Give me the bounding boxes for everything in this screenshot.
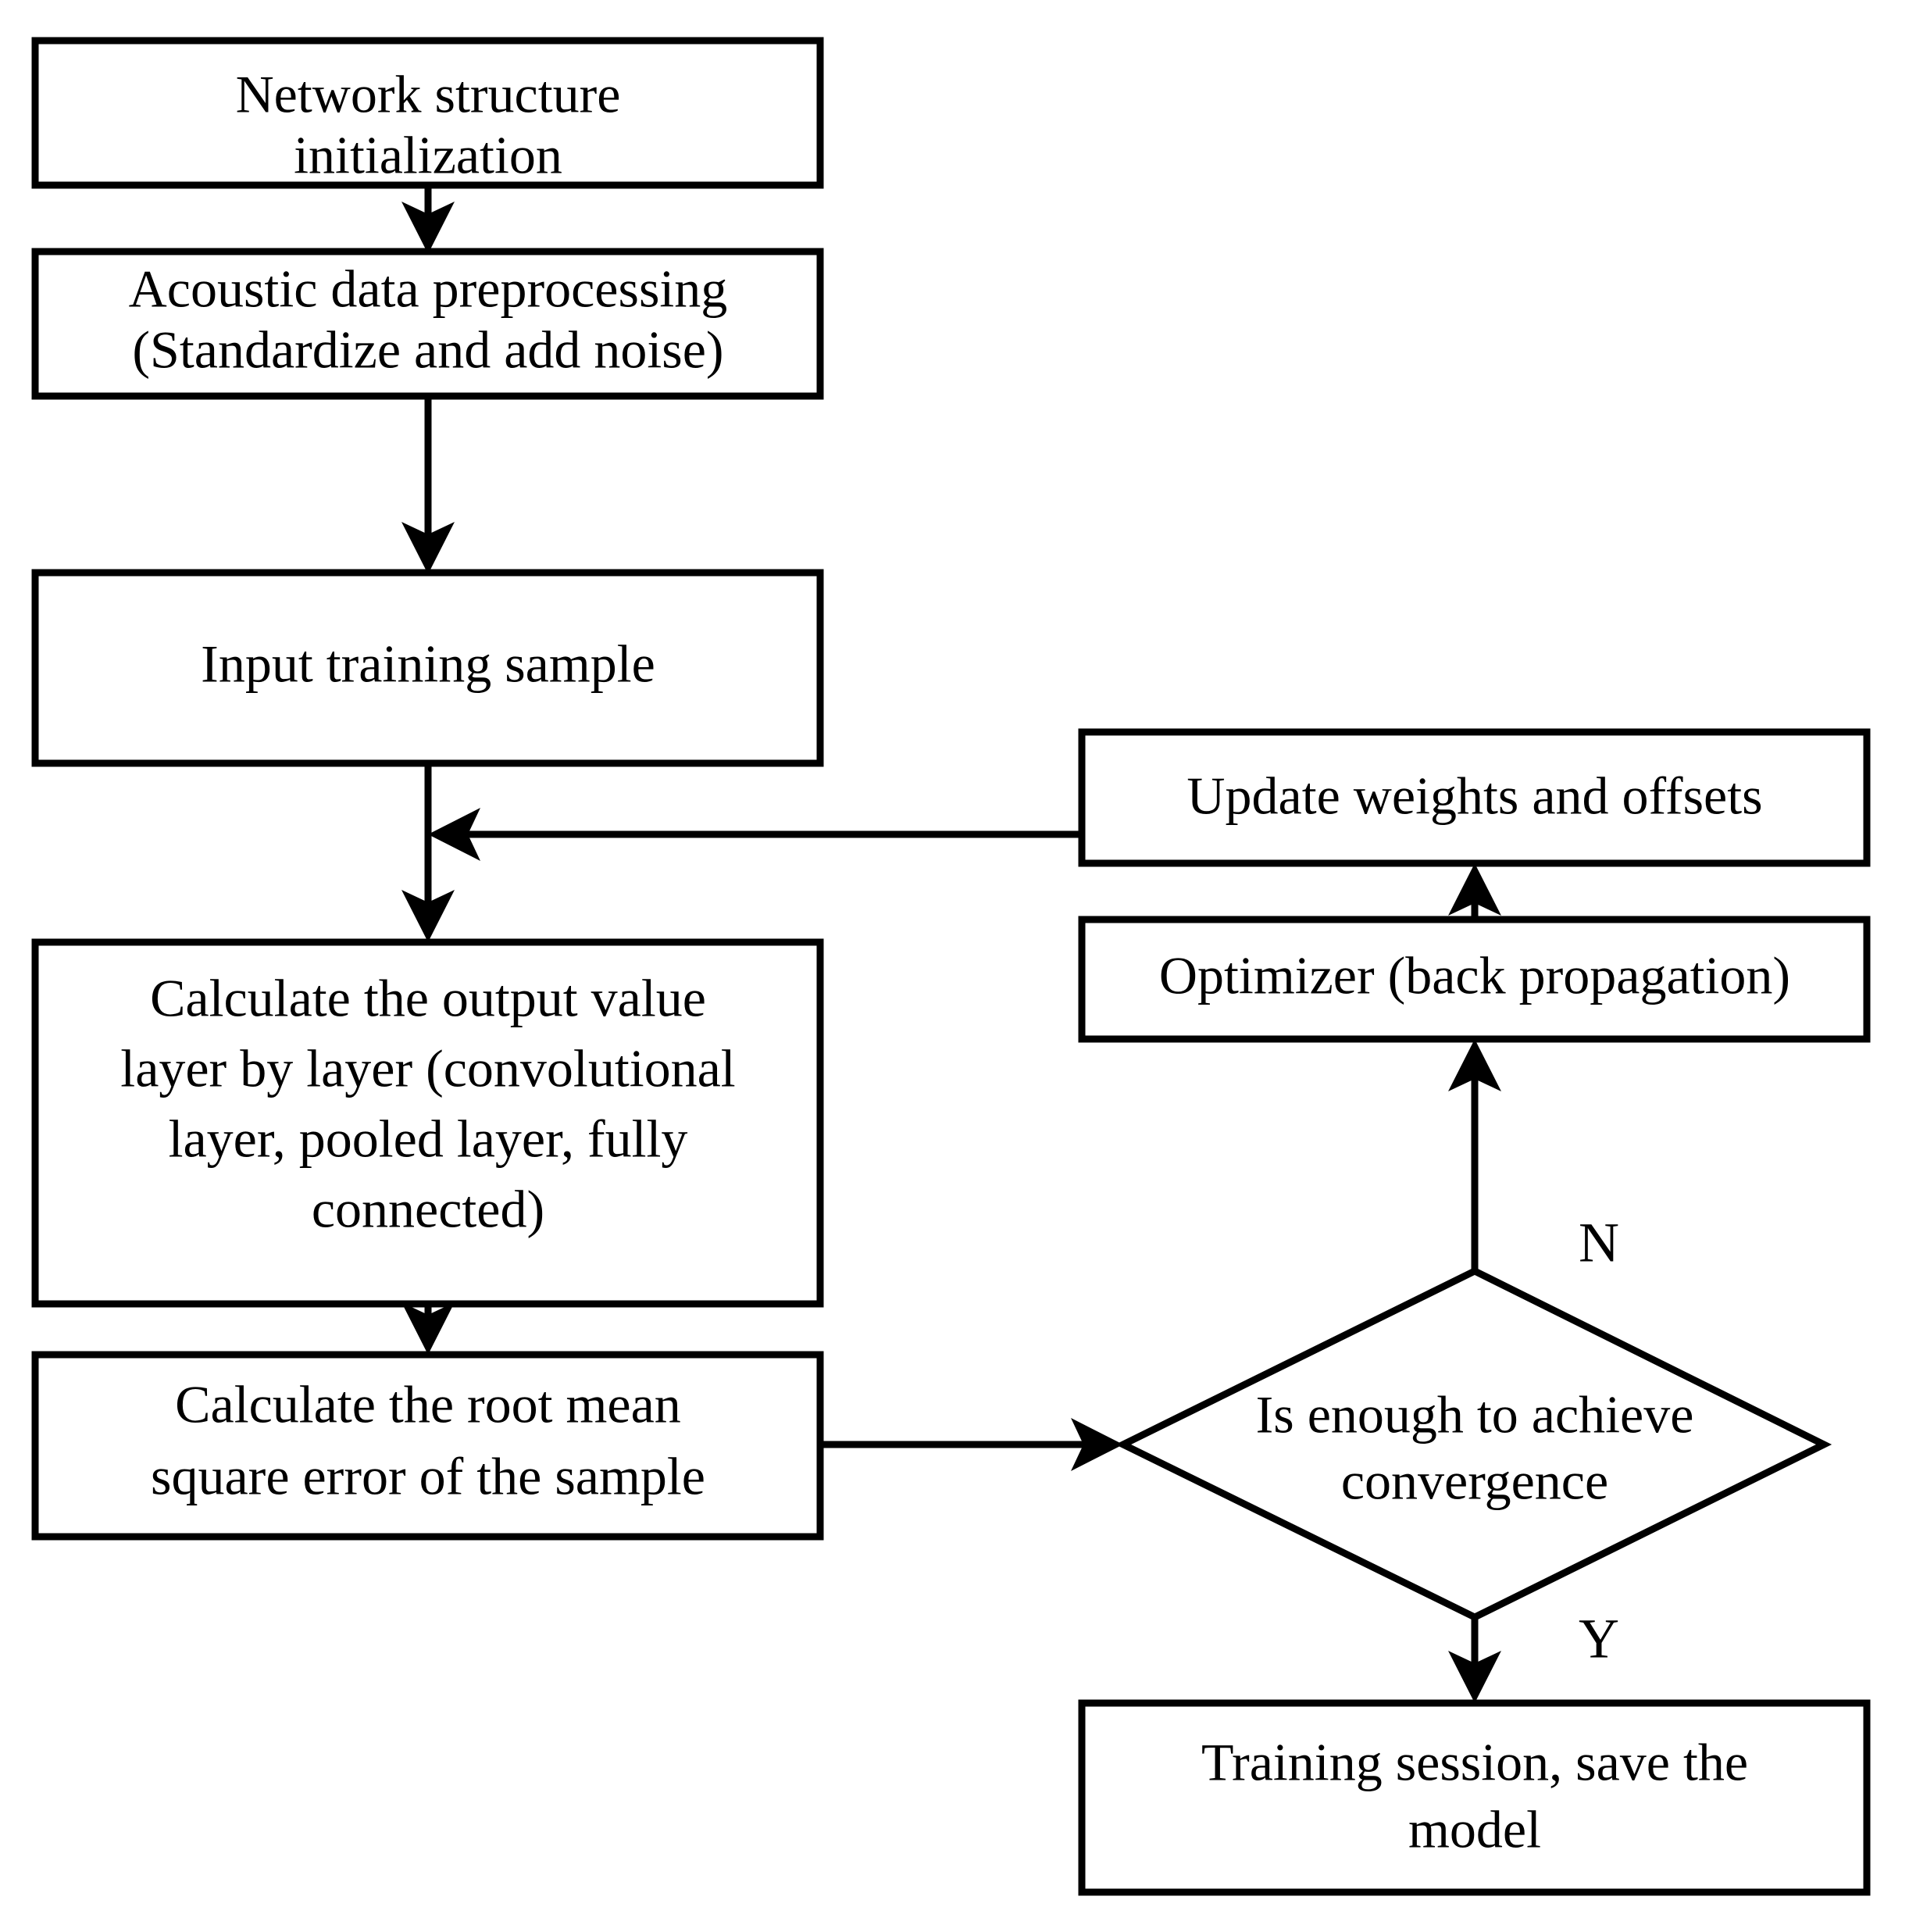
node-training-session-save-model[interactable]: Training session, save the model (1078, 1699, 1871, 1896)
node-update-weights-and-offsets-line1: Update weights and offsets (1186, 766, 1762, 826)
node-network-structure-initialization[interactable]: Network structure initialization (31, 37, 824, 189)
edge-input-sample-to-calculate-output (401, 763, 455, 942)
node-input-training-sample[interactable]: Input training sample (31, 569, 824, 767)
node-calculate-rmse-line1: Calculate the root mean (175, 1375, 681, 1434)
node-acoustic-data-preprocessing[interactable]: Acoustic data preprocessing (Standardize… (31, 248, 824, 400)
edge-label-no: N (1579, 1212, 1619, 1274)
edge-optimizer-to-update-weights (1448, 863, 1501, 920)
node-calculate-output-value-line4: connected) (312, 1180, 544, 1239)
node-training-session-save-model-line2: model (1408, 1800, 1541, 1859)
edge-decision-to-training-session (1448, 1617, 1501, 1703)
node-training-session-save-model-line1: Training session, save the (1201, 1733, 1748, 1792)
edge-calculate-output-to-rmse (401, 1302, 455, 1355)
node-calculate-rmse-line2: square error of the sample (151, 1447, 705, 1506)
node-acoustic-data-preprocessing-line2: (Standardize and add noise) (132, 320, 723, 380)
edge-update-weights-to-input-sample (428, 808, 1082, 861)
edge-decision-to-optimizer (1448, 1039, 1501, 1271)
node-network-structure-initialization-line2: initialization (294, 126, 562, 185)
node-convergence-decision-line2: convergence (1341, 1452, 1608, 1511)
edge-label-yes: Y (1579, 1608, 1619, 1670)
node-calculate-output-value-line2: layer by layer (convolutional (120, 1039, 735, 1098)
node-input-training-sample-line1: Input training sample (201, 634, 655, 694)
node-optimizer-back-propagation[interactable]: Optimizer (back propagation) (1078, 916, 1871, 1043)
node-calculate-output-value[interactable]: Calculate the output value layer by laye… (31, 938, 824, 1308)
node-calculate-output-value-line1: Calculate the output value (150, 969, 706, 1028)
node-update-weights-and-offsets[interactable]: Update weights and offsets (1078, 728, 1871, 867)
node-network-structure-initialization-line1: Network structure (236, 65, 621, 124)
edge-rmse-to-decision (820, 1418, 1123, 1471)
node-convergence-decision-line1: Is enough to achieve (1256, 1385, 1694, 1445)
node-calculate-rmse[interactable]: Calculate the root mean square error of … (31, 1351, 824, 1541)
edge-init-to-preprocessing (401, 185, 455, 254)
node-calculate-output-value-line3: layer, pooled layer, fully (169, 1109, 688, 1169)
node-convergence-decision[interactable]: Is enough to achieve convergence (1115, 1266, 1832, 1622)
node-optimizer-back-propagation-line1: Optimizer (back propagation) (1159, 946, 1790, 1005)
node-acoustic-data-preprocessing-line1: Acoustic data preprocessing (129, 259, 728, 319)
edge-preprocessing-to-input-sample (401, 396, 455, 574)
